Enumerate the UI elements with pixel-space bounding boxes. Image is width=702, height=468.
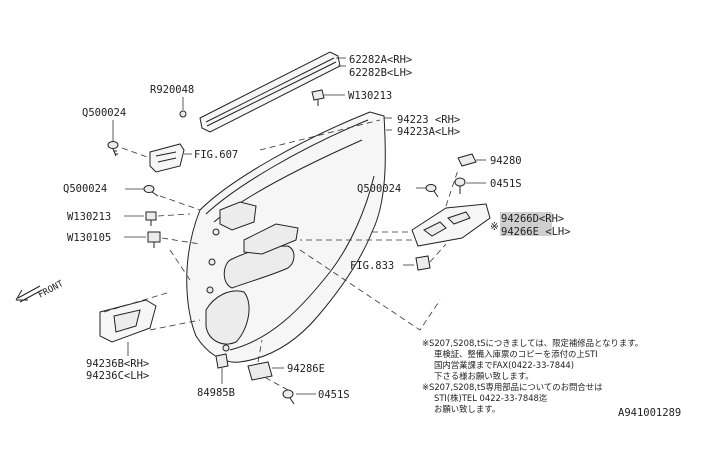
bracket-fig607[interactable] [149,143,185,173]
screw-0451s-right-icon [454,177,466,194]
part-label-q500024-top[interactable]: Q500024 [82,107,126,119]
switch-panel-94266[interactable] [411,203,491,247]
note-line-5: ※S207,S208,tS専用部品についてのお問合せは [422,382,603,392]
weatherstrip-62282[interactable] [199,51,341,133]
part-label-fig607[interactable]: FIG.607 [194,149,238,161]
note-line-2: 車検証、整備入庫票のコピーを添付の上STI [434,349,598,359]
part-label-94236c[interactable]: 94236C<LH> [86,370,149,382]
part-label-w130105[interactable]: W130105 [67,232,111,244]
clip-w130213-top-icon [311,89,325,106]
part-label-0451s-bottom[interactable]: 0451S [318,389,350,401]
front-arrow-icon [15,285,43,303]
part-label-84985b[interactable]: 84985B [197,387,235,399]
note-line-3: 国内営業課までFAX(0422-33-7844) [434,360,574,370]
asterisk-mark: ※ [490,221,499,233]
part-label-94280[interactable]: 94280 [490,155,522,167]
part-label-62282b[interactable]: 62282B<LH> [349,67,412,79]
highlight-94266d [500,212,552,224]
screw-q500024-mid-icon [143,185,159,197]
part-label-fig833[interactable]: FIG.833 [350,260,394,272]
connector-fig833-icon [415,255,431,271]
part-label-94223a[interactable]: 94223A<LH> [397,126,460,138]
screw-q500024-top-icon [107,141,119,157]
front-label: FRONT [37,279,66,301]
note-line-4: 下さる様お願い致します。 [434,371,534,381]
part-label-62282a[interactable]: 62282A<RH> [349,54,412,66]
note-line-7: お願い致します。 [434,404,500,414]
part-label-94223[interactable]: 94223 <RH> [397,114,460,126]
clip-w130213-mid-icon [145,211,157,226]
note-line-1: ※S207,S208,tSにつきましては、限定補修品となります。 [422,338,643,348]
highlight-94266e [500,224,552,236]
note-line-6: STI(株)TEL 0422-33-7848迄 [434,393,548,403]
door-trim-panel-94223[interactable] [186,111,386,363]
pocket-94236[interactable] [99,299,157,343]
part-label-r920048[interactable]: R920048 [150,84,194,96]
screw-0451s-bottom-icon [282,389,295,405]
clip-r920048-icon [179,110,187,118]
part-label-94286e[interactable]: 94286E [287,363,325,375]
screw-q500024-right-icon [425,184,439,198]
lamp-84985b-icon [215,353,229,369]
clip-94280-icon [457,153,477,167]
part-label-q500024-right[interactable]: Q500024 [357,183,401,195]
clip-w130105-icon [147,231,161,248]
part-label-w130213-top[interactable]: W130213 [348,90,392,102]
part-label-0451s-right[interactable]: 0451S [490,178,522,190]
part-label-w130213-mid[interactable]: W130213 [67,211,111,223]
part-label-94236b[interactable]: 94236B<RH> [86,358,149,370]
part-label-94266d[interactable]: 94266D<RH> [501,213,564,225]
bracket-94286e-icon [247,361,273,381]
part-label-94266e[interactable]: 94266E <LH> [501,226,571,238]
diagram-id: A941001289 [618,407,681,419]
part-label-q500024-mid[interactable]: Q500024 [63,183,107,195]
